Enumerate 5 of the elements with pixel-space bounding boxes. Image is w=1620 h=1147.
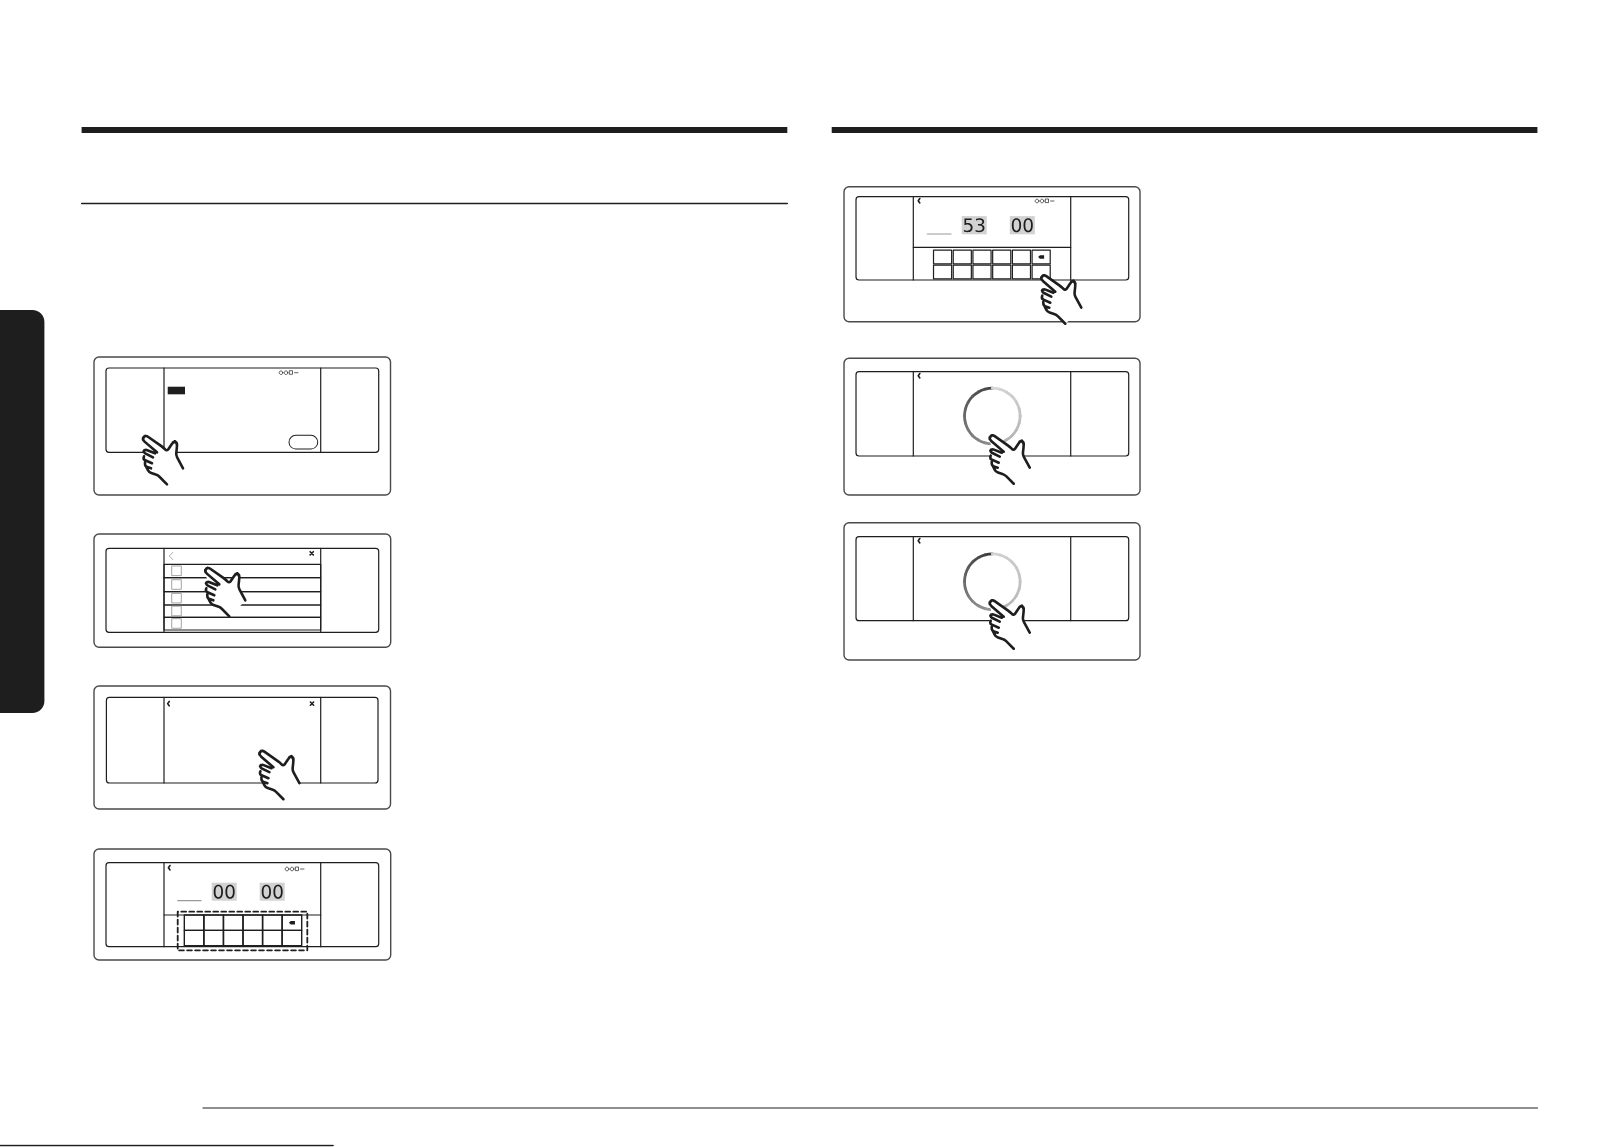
time-field: 53 bbox=[961, 216, 987, 235]
time-field: 00 bbox=[259, 882, 285, 901]
time-field: 00 bbox=[211, 882, 237, 901]
side-tab bbox=[0, 310, 45, 713]
time-field: 00 bbox=[1009, 216, 1035, 235]
